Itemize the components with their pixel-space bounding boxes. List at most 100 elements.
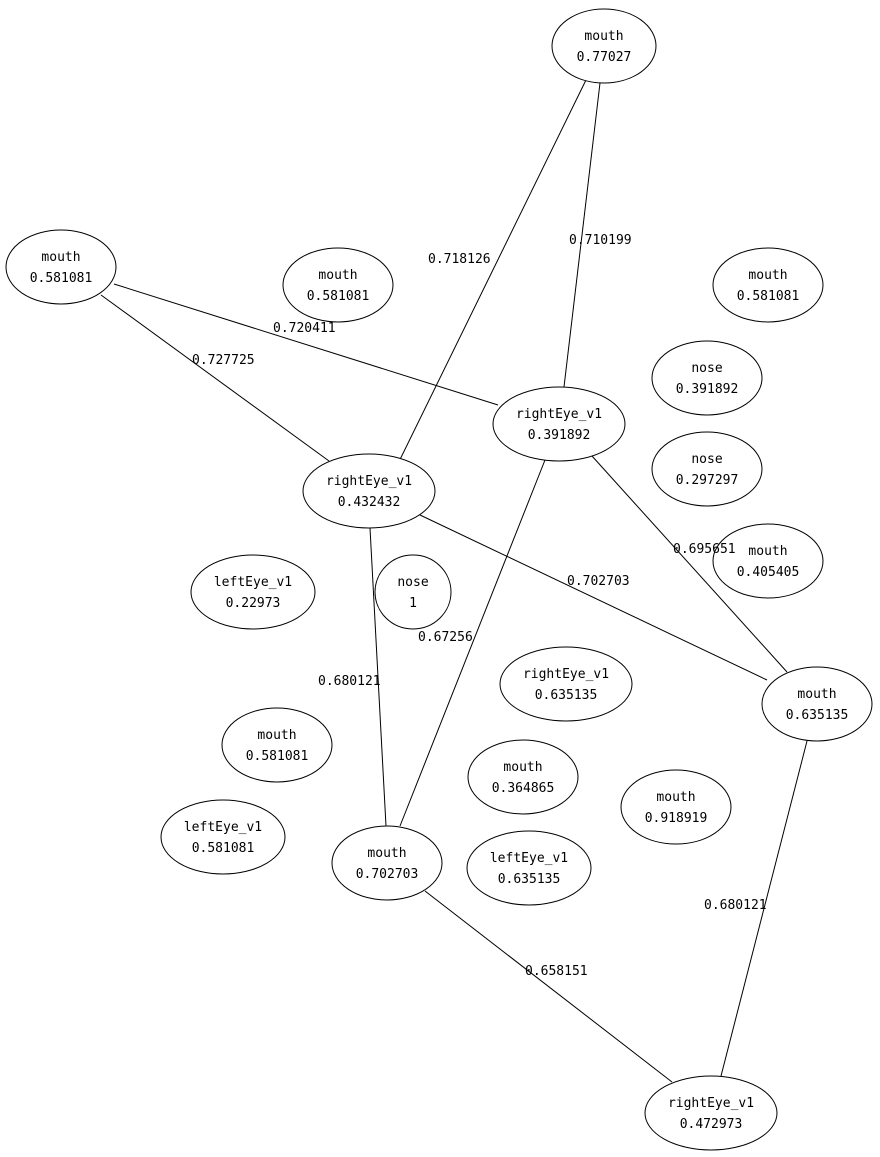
graph-node: leftEye_v1 0.22973 [190,554,316,630]
graph-edge [100,294,330,462]
node-score: 0.635135 [786,708,849,723]
node-score: 0.391892 [528,428,591,443]
node-score: 0.702703 [356,867,419,882]
node-ellipse [644,1075,778,1151]
graph-node: leftEye_v10.635135 [466,830,592,906]
node-score: 0.635135 [498,872,561,887]
node-label: mouth [367,846,406,861]
node-ellipse [499,646,633,722]
graph-edge [113,283,499,406]
graph-node: rightEye_v1 0.472973 [644,1075,778,1151]
node-ellipse [712,523,824,599]
graph-node: rightEye_v1 0.635135 [499,646,633,722]
graph-node: mouth 0.918919 [620,769,732,845]
graph-node: mouth 0.581081 [5,229,117,305]
node-label: leftEye_v1 [214,575,292,590]
edge-weight-label: 0.658151 [525,964,588,979]
node-score: 0.472973 [680,1117,743,1132]
edge-weight-label: 0.718126 [428,252,491,267]
node-score: 0.297297 [676,473,739,488]
node-score: 0.635135 [535,688,598,703]
graph-node: mouth 0.77027 [551,8,657,84]
node-score: 0.581081 [192,841,255,856]
graph-node: mouth 0.581081 [282,247,394,323]
graph-node: nose 1 [374,554,452,630]
graph-node: nose 0.391892 [651,340,763,416]
graph-edge [720,740,808,1077]
node-ellipse [551,8,657,84]
node-score: 0.581081 [246,749,309,764]
edge-weight-label: 0.702703 [567,574,630,589]
node-score: 0.364865 [492,781,555,796]
node-ellipse [190,554,316,630]
node-score: 0.77027 [577,50,632,65]
node-score: 0.432432 [338,495,401,510]
node-label: nose [397,575,428,590]
graph-node: mouth 0.635135 [761,666,873,742]
node-ellipse [620,769,732,845]
graph-node: leftEye_v1 0.581081 [160,799,286,875]
node-score: 0.581081 [737,289,800,304]
node-score: 0.918919 [645,811,708,826]
node-score: 0.405405 [737,565,800,580]
node-score: 0.581081 [30,271,93,286]
graph-node: mouth 0.702703 [331,825,443,901]
graph-node: mouth 0.581081 [221,707,333,783]
node-ellipse [651,431,763,507]
graph-edge [399,459,546,827]
node-label: mouth [656,790,695,805]
node-label: rightEye_v1 [523,667,609,682]
edge-labels-layer: 0.718126 0.710199 0.720411 0.727725 0.695651… [192,233,767,979]
graph-edge [369,527,387,827]
node-label: rightEye_v1 [516,407,602,422]
node-label: mouth [257,728,296,743]
node-ellipse [160,799,286,875]
node-label: nose [691,452,722,467]
node-label: mouth [318,268,357,283]
node-label: mouth [503,760,542,775]
node-label: nose [691,361,722,376]
node-ellipse [492,386,626,462]
edge-weight-label: 0.720411 [273,321,336,336]
graph-edge [387,79,587,485]
node-label: mouth [797,687,836,702]
node-score: 0.581081 [307,289,370,304]
edge-weight-label: 0.67256 [418,630,473,645]
graph-node: nose 0.297297 [651,431,763,507]
node-ellipse [374,554,452,630]
node-ellipse [221,707,333,783]
edge-weight-label: 0.727725 [192,353,255,368]
graph-node: mouth 0.364865 [467,739,579,815]
node-score: 0.22973 [226,596,281,611]
node-score: 1 [409,596,417,611]
node-ellipse [5,229,117,305]
node-ellipse [467,739,579,815]
edge-weight-label: 0.680121 [318,674,381,689]
graph-edge [419,514,768,681]
node-label: mouth [41,250,80,265]
node-ellipse [651,340,763,416]
node-label: rightEye_v1 [326,474,412,489]
node-score: 0.391892 [676,382,739,397]
edge-weight-label: 0.710199 [569,233,632,248]
graph-node: mouth 0.581081 [712,247,824,323]
node-label: rightEye_v1 [668,1096,754,1111]
graph-edge [563,82,601,388]
edge-weight-label: 0.695651 [673,542,736,557]
graph-node: rightEye_v1 0.391892 [492,386,626,462]
edges-layer [100,79,808,1083]
node-ellipse [282,247,394,323]
node-label: mouth [584,29,623,44]
node-ellipse [466,830,592,906]
node-ellipse [331,825,443,901]
graph-node: rightEye_v1 0.432432 [302,453,436,529]
node-label: mouth [748,268,787,283]
node-ellipse [761,666,873,742]
node-label: leftEye_v1 [184,820,262,835]
graph-edge [591,455,788,673]
node-ellipse [302,453,436,529]
